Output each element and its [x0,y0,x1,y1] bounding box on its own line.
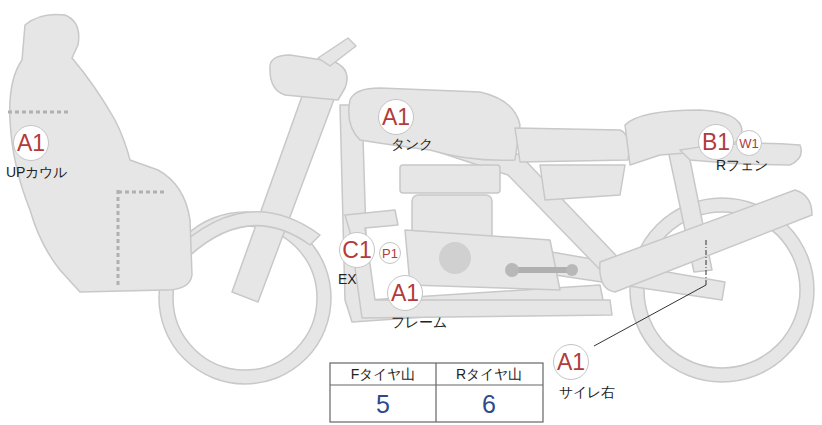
part-name: Rフェン [716,158,768,172]
damage-callout: A1タンク [378,99,414,135]
damage-code: A1 [391,282,419,305]
part-name: サイレ右 [559,385,615,399]
part-name: EX [338,272,357,286]
part-name: タンク [391,137,433,151]
damage-callout: C1EX [339,232,375,268]
damage-callout: A1フレーム [387,275,423,311]
damage-callout: P1 [379,242,401,264]
part-name: フレーム [391,315,447,329]
damage-code: A1 [557,351,585,374]
damage-callout: B1Rフェン [698,124,734,160]
part-name: UPカウル [6,165,67,179]
damage-code: A1 [382,106,410,129]
damage-callout: W1 [736,130,762,156]
table-header: Rタイヤ山 [456,367,522,381]
table-header: Fタイヤ山 [351,367,416,381]
damage-code: W1 [739,137,759,150]
damage-code: A1 [17,132,45,155]
tire-table [330,363,543,422]
damage-callout: A1UPカウル [13,125,49,161]
damage-callout: A1サイレ右 [553,344,589,380]
table-value: 6 [482,392,496,417]
damage-code: C1 [342,239,371,262]
damage-code: B1 [702,131,730,154]
table-value: 5 [376,392,390,417]
damage-code: P1 [382,247,398,260]
